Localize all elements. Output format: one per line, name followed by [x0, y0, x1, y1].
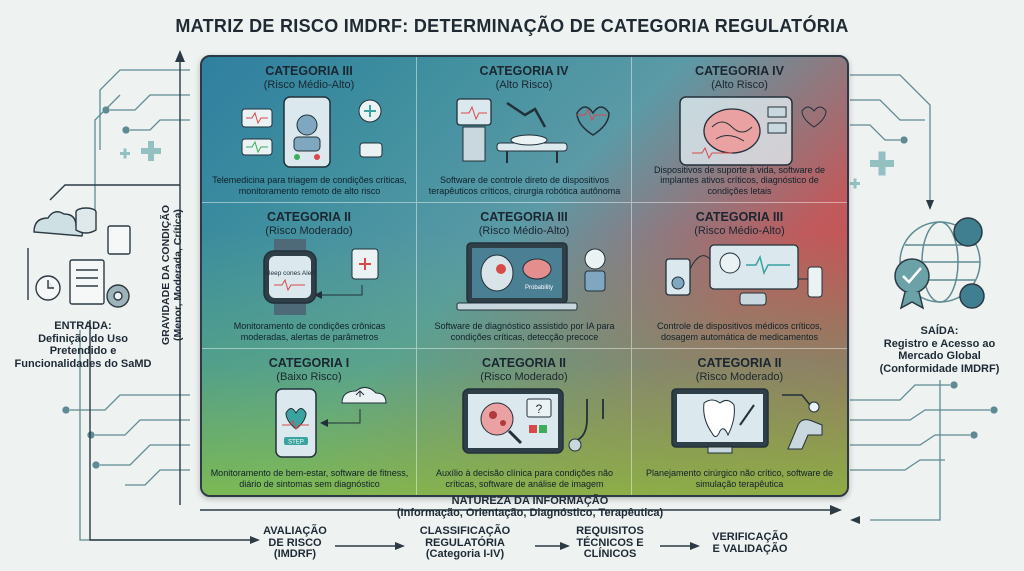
input-block: ENTRADA: Definição do Uso Pretendido e F…: [8, 320, 158, 370]
step-line: (IMDRF): [273, 548, 317, 560]
y-axis-label: GRAVIDADE DA CONDIÇÃO (Menor, Moderada, …: [160, 190, 184, 360]
watch-screen-text: Sleep cones Alert: [265, 270, 316, 277]
cell-description: Controle de dispositivos médicos crítico…: [656, 321, 823, 342]
step-line: VERIFICAÇÃO: [712, 531, 788, 543]
matrix-cell-cat3-telemedicine: CATEGORIA III (Risco Médio-Alto) Telemed…: [202, 57, 417, 203]
matrix-cell-cat1-wellness: CATEGORIA I (Baixo Risco) STEP Monitoram…: [202, 349, 417, 495]
matrix-cell-cat3-ai-diagnosis: CATEGORIA III (Risco Médio-Alto) Probabi…: [417, 203, 632, 349]
cell-risk: (Risco Médio-Alto): [478, 225, 570, 237]
cell-risk: (Risco Médio-Alto): [263, 79, 355, 91]
page-title: MATRIZ DE RISCO IMDRF: DETERMINAÇÃO DE C…: [175, 16, 849, 36]
risk-matrix: CATEGORIA III (Risco Médio-Alto) Telemed…: [200, 55, 849, 497]
cell-description: Software de controle direto de dispositi…: [428, 175, 621, 196]
robotic-surgery-icon: [456, 98, 610, 163]
output-text: Registro e Acesso ao Mercado Global (Con…: [879, 337, 1000, 375]
matrix-cell-cat2-surgical-planning: CATEGORIA II (Risco Moderado) Planejamen…: [632, 349, 847, 495]
matrix-cell-cat3-medication-dosing: CATEGORIA III (Risco Médio-Alto) Control…: [632, 203, 847, 349]
image-analysis-icon: ?: [462, 388, 604, 454]
cell-risk: (Risco Moderado): [265, 225, 353, 237]
cell-description: Telemedicina para triagem de condições c…: [212, 175, 407, 196]
cell-category: CATEGORIA II: [697, 356, 782, 370]
step-verification-validation: VERIFICAÇÃO E VALIDAÇÃO: [700, 531, 800, 555]
brain-monitor-icon: [679, 96, 827, 166]
step-line: TÉCNICOS E: [576, 536, 644, 549]
step-line: DE RISCO: [268, 536, 322, 549]
step-risk-assessment: AVALIAÇÃO DE RISCO (IMDRF): [245, 525, 345, 561]
cell-risk: (Baixo Risco): [276, 371, 342, 383]
input-label: ENTRADA:: [54, 320, 112, 332]
step-line: AVALIAÇÃO: [263, 525, 327, 537]
cell-risk: (Risco Moderado): [480, 371, 568, 383]
cell-category: CATEGORIA IV: [695, 64, 784, 78]
cell-risk: (Alto Risco): [711, 79, 768, 91]
step-line: (Categoria I-IV): [425, 548, 505, 560]
cell-category: CATEGORIA IV: [479, 64, 569, 78]
input-text: Definição do Uso Pretendido e Funcionali…: [14, 332, 152, 370]
cell-description: Software de diagnóstico assistido por IA…: [434, 321, 615, 342]
input-documents-icon: [33, 207, 131, 308]
output-label: SAÍDA:: [920, 325, 959, 337]
cell-risk: (Alto Risco): [495, 79, 553, 91]
cell-description: Monitoramento de condições crônicas mode…: [233, 321, 386, 342]
y-axis-subtitle: (Menor, Moderada, Crítica): [172, 209, 184, 341]
cell-description: Planejamento cirúrgico não crítico, soft…: [645, 468, 834, 489]
cell-category: CATEGORIA III: [695, 210, 784, 224]
svg-text:?: ?: [536, 402, 543, 416]
infusion-device-icon: [665, 244, 823, 306]
probability-text: Probability: [525, 285, 553, 291]
x-axis-title: NATUREZA DA INFORMAÇÃO: [451, 495, 609, 507]
cell-description: Auxílio à decisão clínica para condições…: [435, 468, 614, 489]
x-axis-subtitle: (Informação, Orientação, Diagnóstico, Te…: [396, 507, 664, 519]
step-line: REQUISITOS: [576, 525, 644, 537]
step-text: STEP: [288, 440, 304, 446]
smartwatch-icon: Sleep cones Alert: [263, 239, 379, 315]
matrix-cell-cat2-clinical-decision: CATEGORIA II (Risco Moderado) ? Auxílio …: [417, 349, 632, 495]
step-line: CLASSIFICAÇÃO: [419, 525, 511, 537]
cell-risk: (Risco Médio-Alto): [694, 225, 785, 237]
step-line: REGULATÓRIA: [425, 536, 505, 549]
step-regulatory-classification: CLASSIFICAÇÃO REGULATÓRIA (Categoria I-I…: [405, 525, 525, 561]
dental-planning-icon: [671, 388, 823, 454]
cell-category: CATEGORIA II: [266, 210, 352, 224]
cell-category: CATEGORIA III: [480, 210, 568, 224]
matrix-cell-cat4-life-support: CATEGORIA IV (Alto Risco) Dispositivos d…: [632, 57, 847, 203]
global-market-icon: [894, 217, 985, 310]
cell-description: Dispositivos de suporte à vida, software…: [653, 164, 826, 196]
cell-description: Monitoramento de bem-estar, software de …: [210, 468, 409, 489]
ai-laptop-icon: Probability: [456, 242, 606, 311]
cell-category: CATEGORIA III: [265, 64, 353, 78]
y-axis-title: GRAVIDADE DA CONDIÇÃO: [160, 205, 172, 346]
cell-category: CATEGORIA II: [481, 356, 567, 370]
step-line: CLÍNICOS: [583, 548, 637, 560]
step-technical-requirements: REQUISITOS TÉCNICOS E CLÍNICOS: [565, 525, 655, 561]
cell-category: CATEGORIA I: [268, 356, 350, 370]
telemedicine-phone-icon: [241, 96, 383, 168]
x-axis-label: NATUREZA DA INFORMAÇÃO (Informação, Orie…: [330, 495, 730, 519]
fitness-phone-icon: STEP: [275, 387, 387, 458]
matrix-cell-cat4-robotic-surgery: CATEGORIA IV (Alto Risco) Software de co…: [417, 57, 632, 203]
matrix-cell-cat2-chronic-monitoring: CATEGORIA II (Risco Moderado) Sleep cone…: [202, 203, 417, 349]
step-line: E VALIDAÇÃO: [712, 542, 788, 555]
output-block: SAÍDA: Registro e Acesso ao Mercado Glob…: [862, 325, 1017, 375]
cell-risk: (Risco Moderado): [695, 371, 784, 383]
